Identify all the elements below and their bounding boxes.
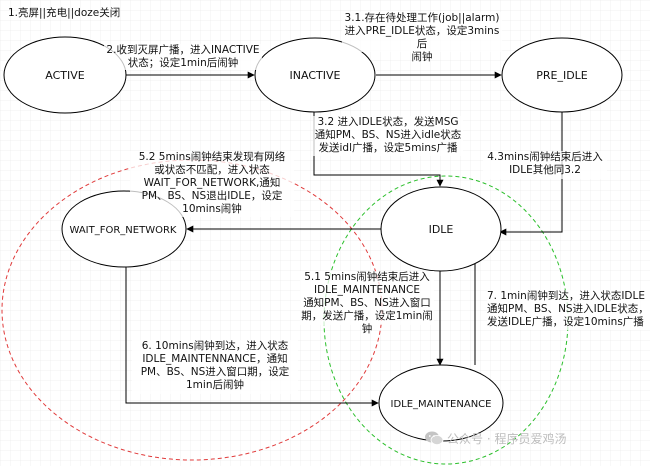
transition-label-4: 4.3mins闹钟结束后进入 IDLE其他同3.2	[487, 151, 603, 176]
wechat-icon	[425, 431, 444, 445]
arrow-wait-for-network-to-idle-maintenance	[125, 266, 379, 407]
label-backing-t43	[483, 151, 607, 179]
state-inactive-label: INACTIVE	[290, 69, 341, 82]
transition-label-6: 6. 10mins闹钟到达，进入状态 IDLE_MAINTENNANCE，通知 …	[140, 340, 290, 391]
state-wait-for-network-label: WAIT_FOR_NETWORK	[70, 225, 177, 236]
label-backing-t51	[300, 271, 434, 325]
state-idle-label: IDLE	[429, 223, 454, 236]
transition-label-3-1: 3.1.存在待处理工作(job||alarm) 进入PRE_IDLE状态，设定3…	[344, 12, 500, 63]
state-active: ACTIVE	[3, 36, 127, 114]
label-backing-t7	[487, 290, 650, 330]
watermark-text: 公众号 · 程序员爱鸡汤	[447, 432, 567, 446]
state-idle-maintenance-label: IDLE_MAINTENANCE	[391, 399, 492, 410]
label-backing-t32	[313, 116, 463, 156]
transition-label-5-2: 5.2 5mins闹钟结束发现有网络 或状态不匹配，进入状态 WAIT_FOR_…	[138, 151, 286, 215]
transition-label-2: 2.收到灭屏广播，进入INACTIVE 状态；设定1min后闹钟	[106, 44, 260, 69]
state-idle: IDLE	[380, 186, 502, 272]
state-pre-idle-label: PRE_IDLE	[536, 69, 588, 82]
transition-label-1: 1.亮屏||充电||doze关闭	[8, 7, 121, 19]
state-active-label: ACTIVE	[45, 69, 85, 82]
state-pre-idle: PRE_IDLE	[501, 37, 623, 113]
label-backing-t2	[104, 44, 262, 70]
state-idle-maintenance: IDLE_MAINTENANCE	[378, 364, 504, 442]
transition-label-3-2: 3.2 进入IDLE状态，发送MSG 通知PM、BS、NS进入idle状态 发送…	[314, 116, 462, 154]
label-backing-t6	[132, 340, 298, 394]
transition-label-7: 7. 1min闹钟到达，进入状态IDLE 通知PM、BS、NS进入IDLE状态，…	[487, 290, 649, 328]
transition-label-5-1: 5.1 5mins闹钟结束后进入 IDLE_MAINTENANCE 通知PM、B…	[301, 271, 433, 335]
state-inactive: INACTIVE	[254, 37, 376, 113]
label-backing-t31	[342, 12, 502, 52]
label-backing-t52	[130, 151, 294, 217]
